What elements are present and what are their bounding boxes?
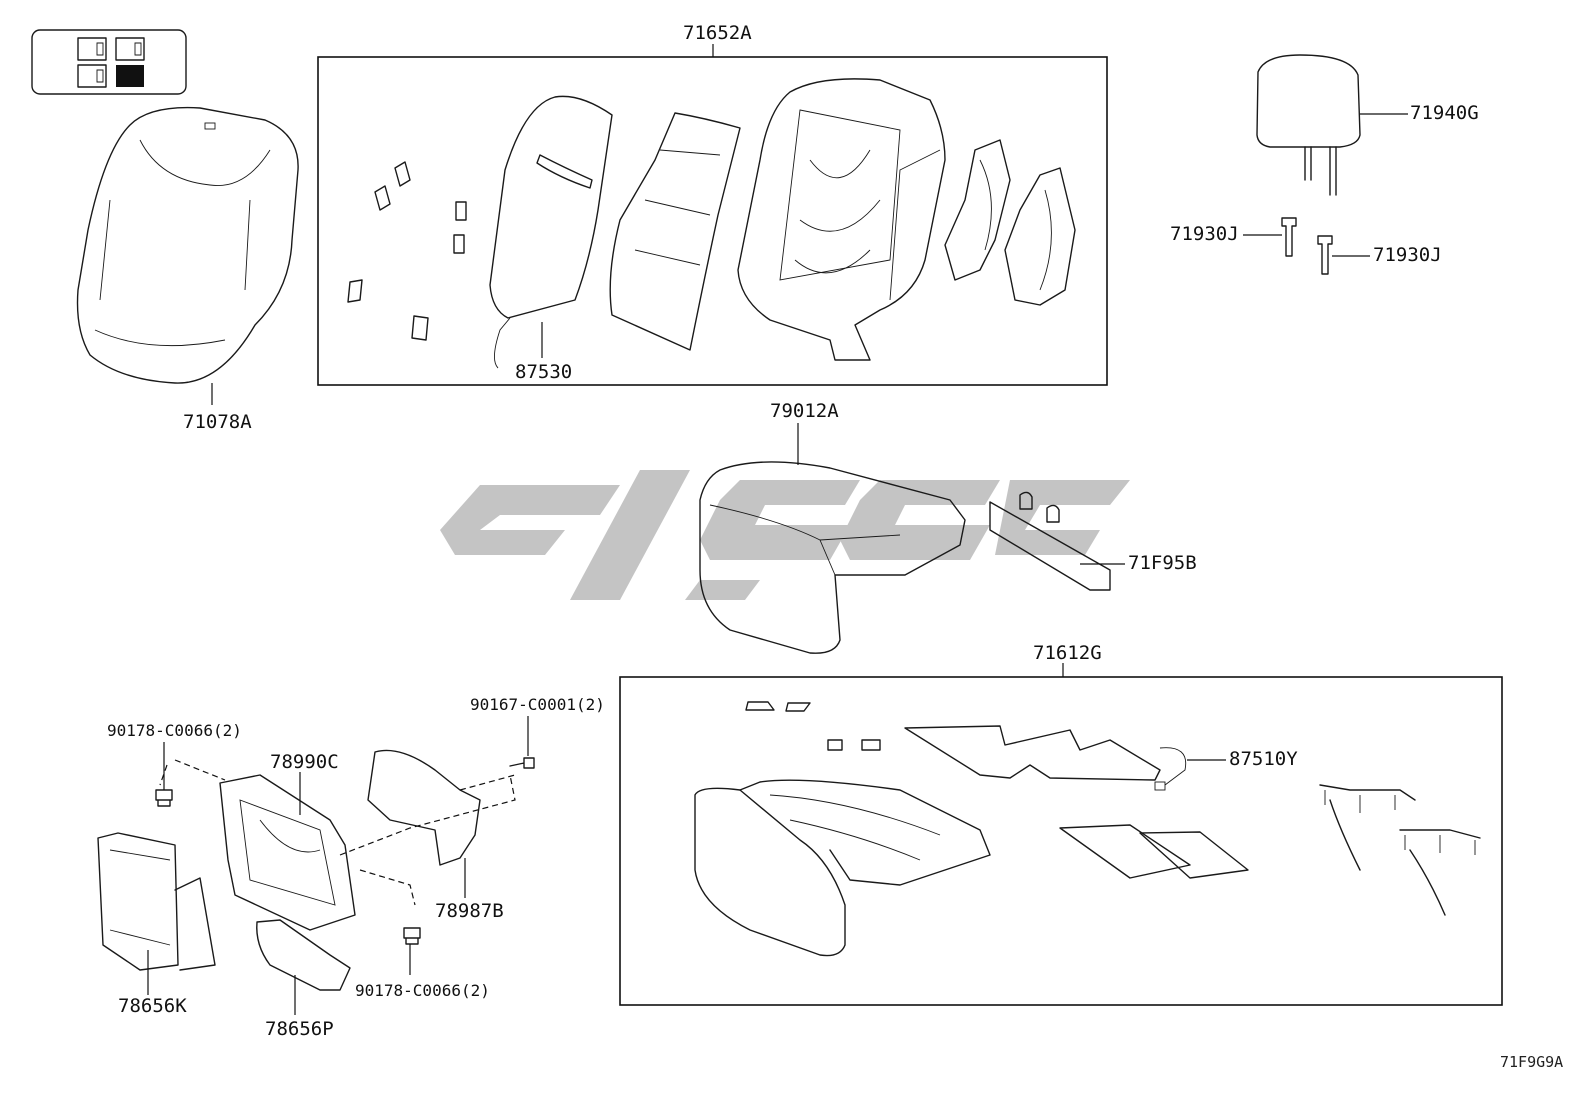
clips-drawing	[347, 161, 467, 341]
headrest-drawing	[1256, 54, 1408, 196]
label-71930J-right: 71930J	[1373, 244, 1442, 266]
label-90167-C0001: 90167-C0001(2)	[470, 695, 605, 714]
watermark-logo	[440, 470, 1130, 600]
cushion-harness-drawing	[1319, 784, 1481, 916]
trim-piece-drawing	[256, 919, 351, 1015]
label-71078A: 71078A	[183, 411, 252, 433]
fasteners-drawing	[155, 716, 535, 975]
label-71940G: 71940G	[1410, 102, 1479, 124]
group-box-71652A	[317, 56, 1108, 386]
cushion-pads-drawing	[1059, 824, 1249, 879]
label-71612G: 71612G	[1033, 642, 1102, 664]
group-box-71612G	[619, 676, 1503, 1006]
seat-back-cover-drawing	[76, 106, 299, 405]
diagram-code: 71F9G9A	[1500, 1053, 1564, 1071]
label-90178-C0066-bottom: 90178-C0066(2)	[355, 981, 490, 1000]
back-pad-panel-drawing	[609, 112, 741, 351]
cushion-clips-drawing	[745, 701, 881, 751]
cushion-heater-drawing	[904, 725, 1226, 791]
seat-location-icon	[31, 29, 187, 95]
armrest-cover-drawing	[367, 749, 481, 898]
label-78656P: 78656P	[265, 1018, 334, 1040]
label-78987B: 78987B	[435, 900, 504, 922]
seat-back-frame-drawing	[737, 78, 946, 361]
label-71930J-left: 71930J	[1170, 223, 1239, 245]
seat-heater-pad-drawing	[489, 95, 613, 369]
armrest-frame-drawing	[219, 772, 356, 931]
seat-cushion-cover-drawing	[699, 423, 966, 654]
label-79012A: 79012A	[770, 400, 839, 422]
label-71652A: 71652A	[683, 22, 752, 44]
label-71F95B: 71F95B	[1128, 552, 1197, 574]
headrest-guide-drawing	[1243, 217, 1370, 275]
back-wire-harness-drawing	[944, 139, 1076, 306]
label-78990C: 78990C	[270, 751, 339, 773]
cushion-frame-drawing	[694, 779, 991, 957]
cushion-bracket-drawing	[989, 491, 1125, 591]
side-panel-drawing	[97, 832, 216, 995]
label-78656K: 78656K	[118, 995, 187, 1017]
label-87530: 87530	[515, 361, 573, 383]
label-87510Y: 87510Y	[1229, 748, 1298, 770]
label-90178-C0066-top: 90178-C0066(2)	[107, 721, 242, 740]
